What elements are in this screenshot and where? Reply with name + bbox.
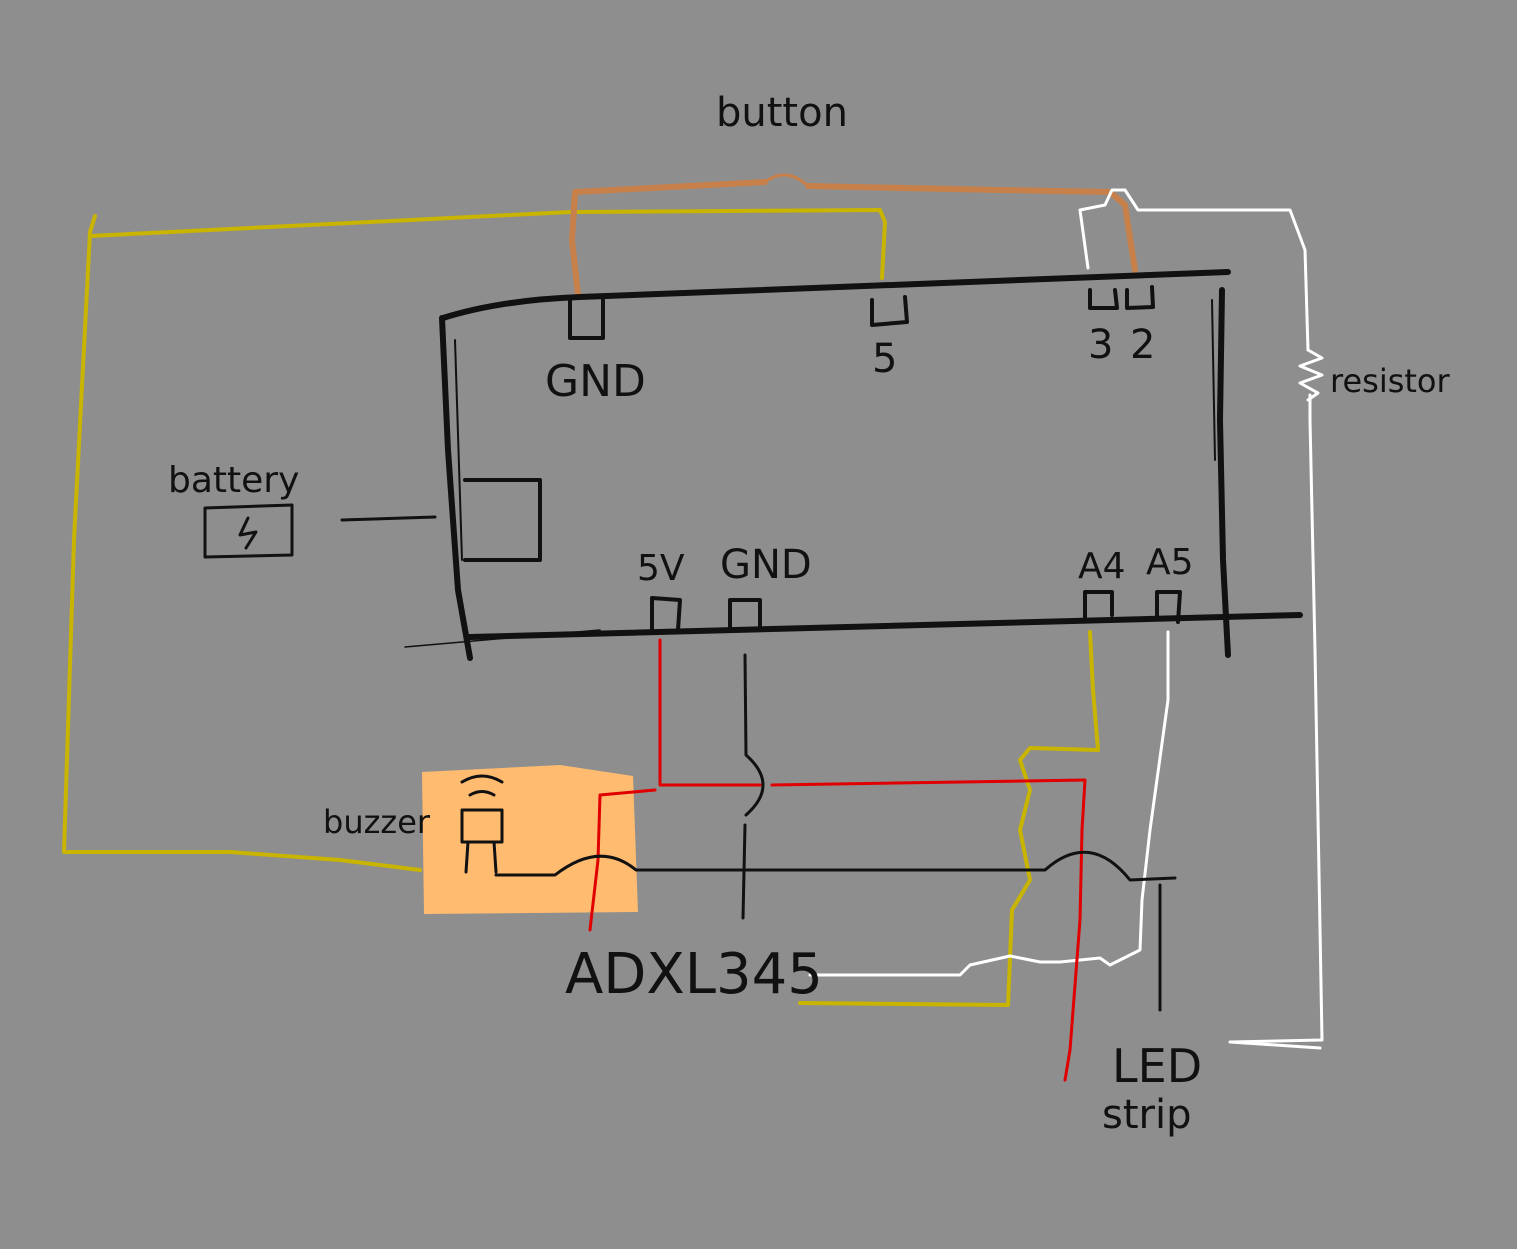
pin-label-top-2: 2 bbox=[1130, 322, 1155, 368]
battery-lead bbox=[340, 515, 437, 522]
board-top-edge bbox=[440, 269, 1231, 321]
lightning-icon bbox=[238, 516, 258, 550]
buzzer-label: buzzer bbox=[323, 803, 431, 841]
pin-bottom-gnd bbox=[728, 598, 762, 632]
buzzer-legs bbox=[464, 840, 502, 877]
pin-label-bottom-gnd: GND bbox=[720, 542, 812, 588]
pin-top-3 bbox=[1088, 288, 1119, 310]
battery-symbol bbox=[203, 503, 294, 559]
white-wire-resistor bbox=[1078, 188, 1324, 1050]
board-bottom-thin bbox=[404, 629, 601, 648]
battery-box bbox=[203, 503, 294, 559]
board-right-inner bbox=[1211, 299, 1216, 461]
yellow-wires bbox=[62, 208, 1100, 1007]
pin-top-gnd bbox=[568, 298, 605, 340]
buzzer-symbol bbox=[460, 774, 504, 877]
arduino-board bbox=[340, 269, 1303, 661]
red-wire-buzzer bbox=[588, 788, 657, 932]
button-label: button bbox=[716, 90, 848, 136]
black-wires bbox=[498, 653, 1177, 1012]
pin-top-2 bbox=[1125, 285, 1155, 310]
buzzer-highlight bbox=[422, 765, 638, 914]
led-strip-label-line2: strip bbox=[1102, 1092, 1191, 1138]
pin-headers bbox=[568, 285, 1182, 632]
sound-waves-icon bbox=[460, 774, 504, 797]
pin-label-top-3: 3 bbox=[1088, 322, 1113, 368]
power-jack bbox=[463, 478, 542, 562]
red-wire-5v bbox=[658, 638, 1087, 1082]
pin-label-top-5: 5 bbox=[872, 336, 897, 382]
white-wire-a5-to-adxl bbox=[808, 630, 1170, 977]
pin-label-bottom-a5: A5 bbox=[1146, 542, 1194, 583]
white-wires bbox=[808, 188, 1324, 1050]
board-bottom-edge bbox=[467, 612, 1303, 640]
led-strip-label-line1: LED bbox=[1112, 1039, 1202, 1093]
pin-bottom-a4 bbox=[1083, 590, 1114, 620]
pin-label-top-gnd: GND bbox=[545, 356, 646, 407]
resistor-label: resistor bbox=[1330, 362, 1451, 400]
button-arc bbox=[763, 173, 810, 188]
pin-bottom-a5 bbox=[1155, 590, 1182, 624]
pin-top-5 bbox=[870, 295, 909, 327]
board-left-inner bbox=[454, 339, 463, 561]
yellow-wire-a4-to-adxl bbox=[798, 630, 1100, 1007]
battery-label: battery bbox=[168, 460, 299, 501]
board-right-edge bbox=[1217, 287, 1231, 658]
pin-label-bottom-a4: A4 bbox=[1078, 546, 1126, 587]
black-wire-buzzer-to-led bbox=[498, 850, 1177, 882]
adxl-label: ADXL345 bbox=[565, 942, 823, 1007]
pin-label-bottom-5v: 5V bbox=[637, 548, 685, 589]
resistor-zigzag bbox=[1298, 348, 1324, 402]
yellow-wire-buzzer-to-gnd bbox=[62, 208, 887, 872]
buzzer-body bbox=[460, 808, 504, 844]
pin-bottom-5v bbox=[650, 596, 682, 632]
board-left-edge bbox=[439, 315, 473, 661]
red-wires bbox=[588, 638, 1087, 1082]
